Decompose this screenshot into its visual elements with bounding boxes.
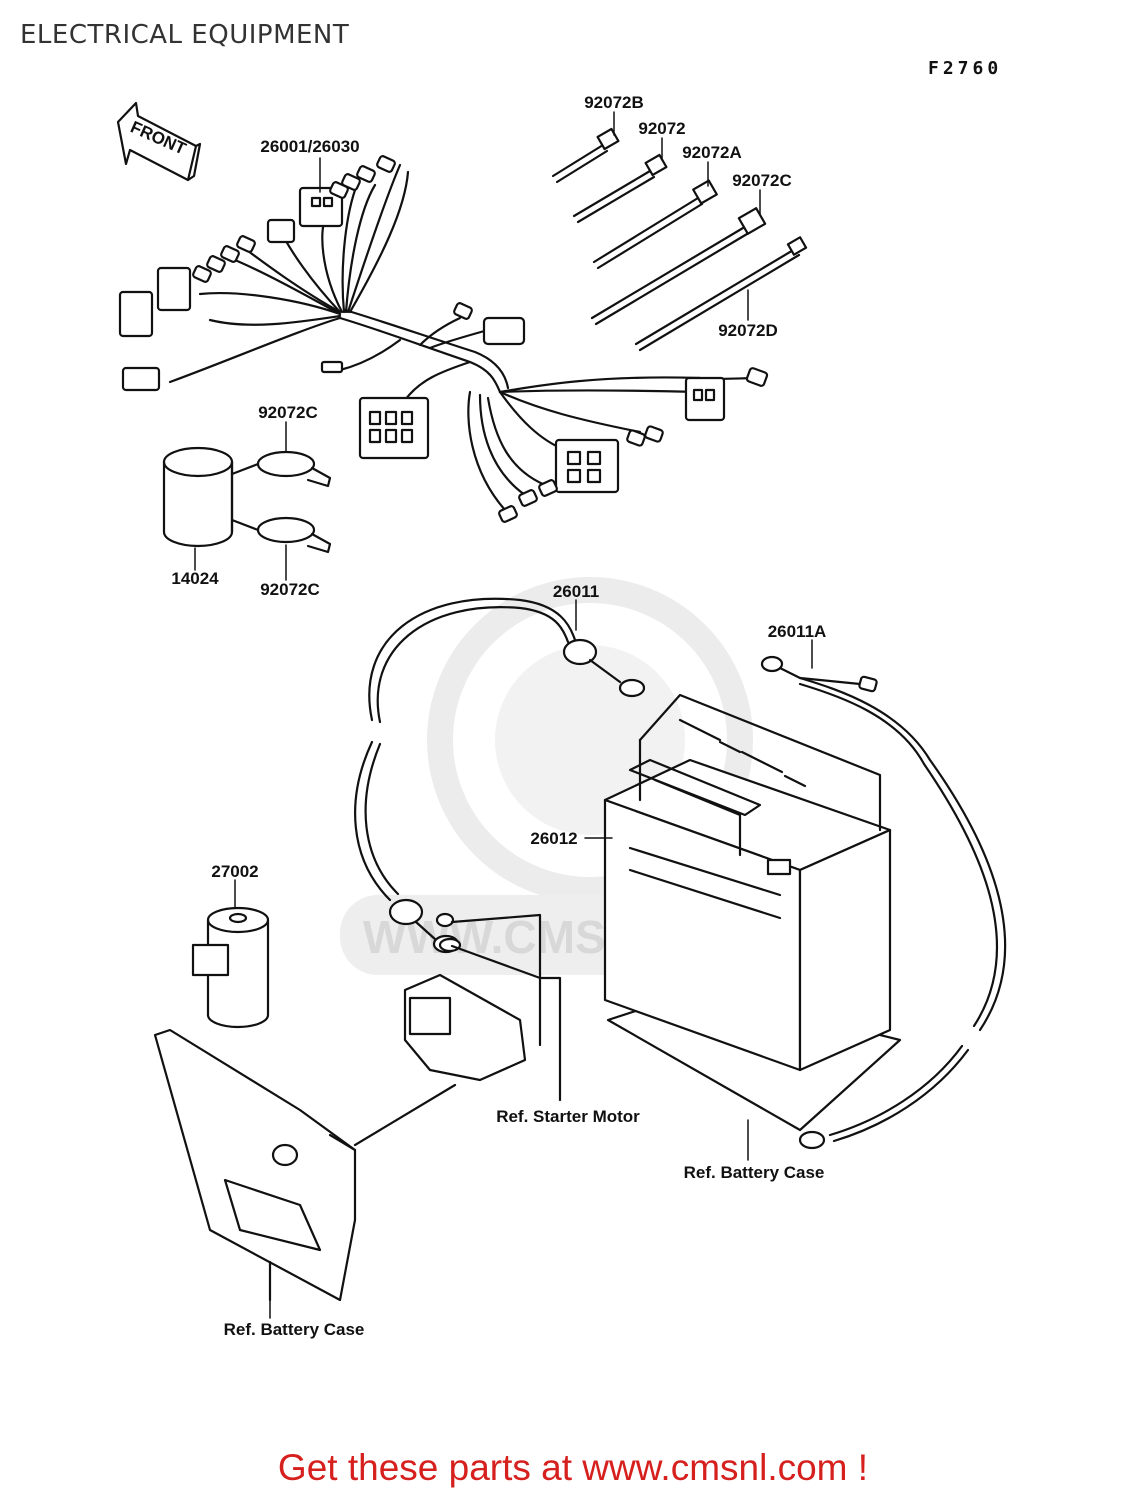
cable-ties: [551, 127, 808, 352]
battery-label: 26012: [530, 829, 577, 848]
negative-cable: [760, 655, 1007, 1150]
leader-lines: [194, 111, 813, 1319]
tie-c-label: 92072C: [732, 171, 792, 190]
starter-relay: [403, 912, 562, 1102]
ref-starter-label: Ref. Starter Motor: [496, 1107, 640, 1126]
wiring-harness: [118, 155, 769, 523]
harness-label: 26001/26030: [260, 137, 359, 156]
relay-label: 27002: [211, 862, 258, 881]
battery-case-bracket: [153, 1028, 457, 1302]
cover-and-bands: [162, 446, 332, 554]
ref-battery-case-right-label: Ref. Battery Case: [684, 1163, 825, 1182]
tie-b-label: 92072B: [584, 93, 644, 112]
tie-a-label: 92072A: [682, 143, 742, 162]
battery: [603, 693, 902, 1132]
cover-label: 14024: [171, 569, 219, 588]
band-bottom-label: 92072C: [260, 580, 320, 599]
front-arrow-icon: [116, 101, 202, 182]
relay-27002: [191, 906, 270, 1029]
tie-d-label: 92072D: [718, 321, 778, 340]
page-title: ELECTRICAL EQUIPMENT: [20, 20, 350, 50]
cable-pos-label: 26011: [553, 582, 599, 601]
positive-cable: [354, 597, 646, 954]
footer-link[interactable]: Get these parts at www.cmsnl.com !: [277, 1447, 869, 1488]
tie-label: 92072: [638, 119, 685, 138]
diagram-code: F2760: [928, 58, 1003, 79]
cable-neg-label: 26011A: [768, 622, 827, 641]
band-top-label: 92072C: [258, 403, 318, 422]
ref-battery-case-left-label: Ref. Battery Case: [224, 1320, 365, 1339]
exploded-diagram: WWW.CMSNL.COM: [116, 93, 1007, 1339]
